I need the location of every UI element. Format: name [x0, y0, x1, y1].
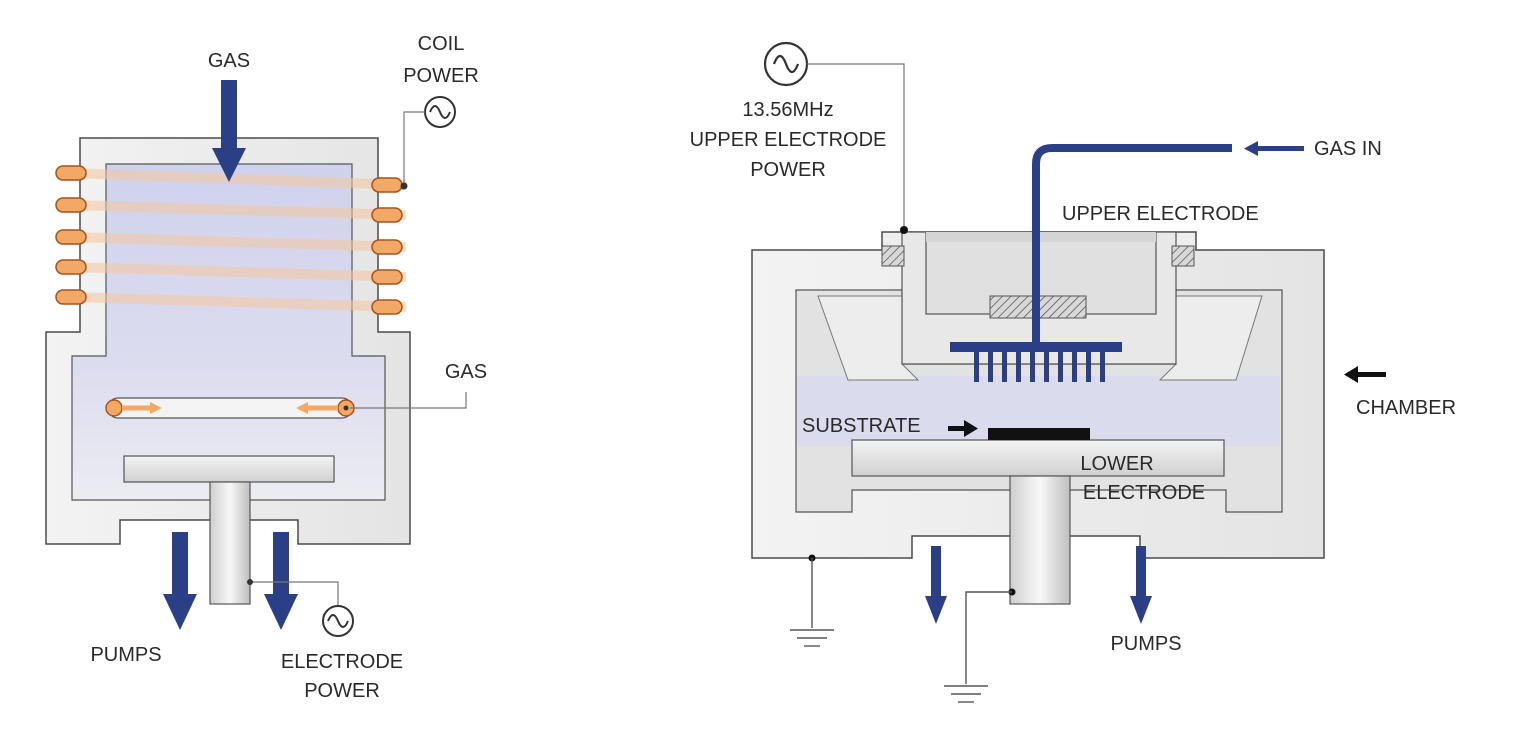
pp-chamber-ground — [790, 554, 834, 647]
icp-coil — [70, 168, 406, 312]
parallel-plate-reactor: 13.56MHz UPPER ELECTRODE POWER GAS IN UP… — [690, 41, 1456, 703]
icp-electrode-post — [209, 481, 251, 605]
pp-chamber-arrow — [1344, 366, 1386, 383]
pp-rf-power-source — [763, 41, 908, 234]
pp-lower-electrode-plate — [851, 439, 1225, 477]
pp-power-label-line2: UPPER ELECTRODE — [690, 129, 887, 151]
icp-gas-ring — [105, 397, 355, 419]
icp-electrode-power-source — [247, 579, 354, 637]
icp-gas-inlet-arrow — [212, 80, 246, 182]
pp-upper-electrode-label: UPPER ELECTRODE — [1062, 203, 1259, 225]
icp-coil-right-ends — [371, 177, 403, 315]
icp-gas-side-label: GAS — [445, 361, 487, 383]
icp-reactor: GAS COIL POWER GAS PUMPS ELECTRODE POWER — [45, 33, 487, 702]
icp-coil-power-label-line2: POWER — [403, 65, 479, 87]
pp-substrate-label: SUBSTRATE — [802, 415, 921, 437]
pp-gas-in-arrow — [1244, 141, 1304, 156]
pp-showerhead — [950, 342, 1122, 382]
pp-lower-electrode-label-line2: ELECTRODE — [1083, 482, 1205, 504]
pp-power-label-line3: POWER — [750, 159, 826, 181]
icp-pumps-label: PUMPS — [90, 644, 161, 666]
icp-pump-arrows — [163, 532, 298, 630]
icp-coil-left-ends — [55, 165, 87, 305]
pp-substrate — [988, 428, 1090, 440]
pp-pumps-label: PUMPS — [1110, 633, 1181, 655]
icp-coil-power-label-line1: COIL — [418, 33, 465, 55]
icp-coil-power-source — [400, 96, 456, 190]
icp-gas-top-label: GAS — [208, 50, 250, 72]
pp-power-label-line1: 13.56MHz — [742, 99, 833, 121]
pp-gas-line — [1032, 144, 1232, 346]
pp-electrode-ground — [944, 588, 1016, 703]
icp-gas-leader — [350, 392, 467, 409]
pp-shield-left — [817, 295, 920, 381]
pp-substrate-arrow — [948, 420, 978, 437]
icp-electrode-plate — [123, 455, 335, 483]
pp-lower-electrode-post — [1009, 475, 1071, 605]
pp-insulator-left — [881, 245, 905, 267]
pp-chamber-label: CHAMBER — [1356, 397, 1456, 419]
pp-pump-arrows — [925, 546, 1152, 624]
pp-gas-in-label: GAS IN — [1314, 138, 1382, 160]
icp-electrode-power-label-line2: POWER — [304, 680, 380, 702]
icp-electrode-power-label-line1: ELECTRODE — [281, 651, 403, 673]
pp-lower-electrode-label-line1: LOWER — [1080, 453, 1153, 475]
pp-insulator-right — [1171, 245, 1195, 267]
